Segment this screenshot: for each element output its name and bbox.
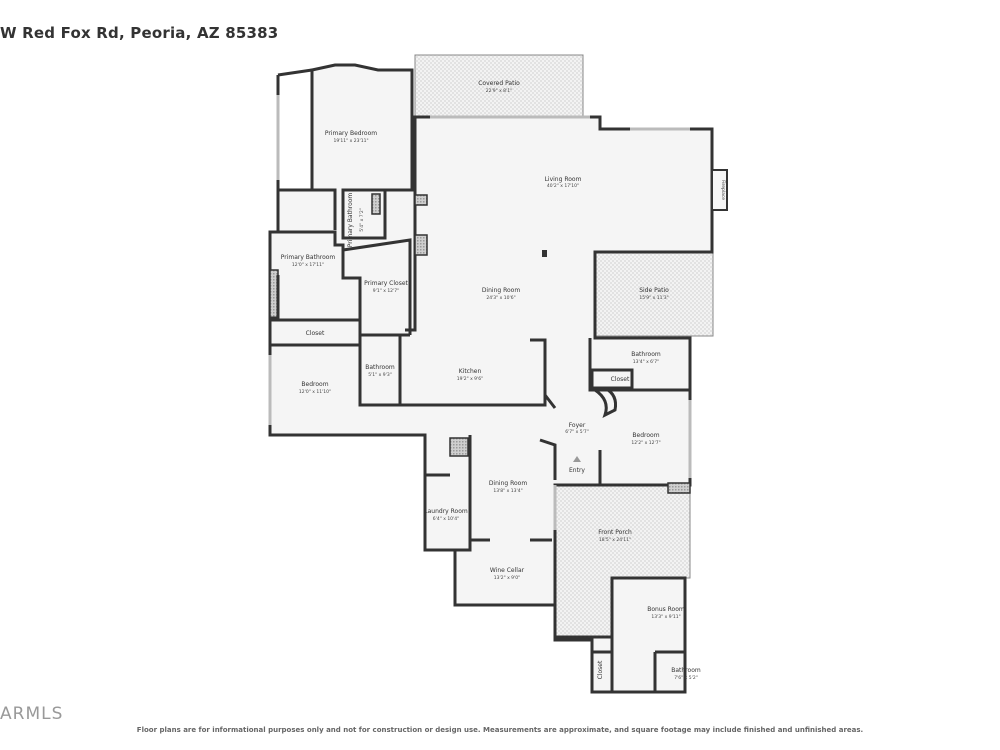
primary-bathroom-dims: 12'0" x 17'11": [292, 262, 324, 268]
column-fixture: [414, 194, 428, 206]
front-porch-label: Front Porch: [598, 529, 632, 536]
wine-cellar-dims: 13'2" x 9'0": [494, 575, 520, 581]
kitchen-dims: 19'2" x 9'6": [457, 376, 483, 382]
bonus-room-walls: [592, 578, 685, 692]
dining-room-main-dims: 24'3" x 10'6": [486, 295, 515, 301]
fireplace-label: Fireplace: [720, 180, 726, 200]
bath-partition: [270, 275, 280, 320]
appliance-fixture: [449, 437, 469, 457]
laundry-room-label: Laundry Room: [424, 508, 468, 515]
primary-bedroom-label: Primary Bedroom: [325, 130, 377, 137]
laundry-room-dims: 6'4" x 10'4": [433, 516, 459, 522]
bedroom-right-label: Bedroom: [632, 432, 659, 439]
bathroom-right-dims: 13'4" x 6'7": [633, 359, 659, 365]
closet-right-label: Closet: [611, 376, 630, 383]
side-patio-label: Side Patio: [639, 287, 669, 294]
entry-label: Entry: [569, 467, 585, 474]
closet-left-walls: [270, 318, 362, 347]
bedroom-right-dims: 12'2" x 12'7": [631, 440, 660, 446]
bathroom-mid-label: Bathroom: [365, 364, 395, 371]
column-fixture: [414, 234, 428, 256]
curved-wall: [594, 386, 617, 418]
dining-room-lower-dims: 13'8" x 13'4": [493, 488, 522, 494]
laundry-east-wall: [455, 435, 472, 552]
bonus-room-dims: 13'3" x 9'11": [651, 614, 680, 620]
pillar: [542, 250, 547, 257]
house-outline: [268, 63, 714, 694]
primary-closet-walls: [342, 238, 412, 335]
bonus-room-label: Bonus Room: [647, 606, 685, 613]
closet-bottom-label: Closet: [597, 660, 604, 679]
fireplace-box: [711, 169, 728, 211]
bedroom-left-dims: 12'0" x 11'10": [299, 389, 331, 395]
bathroom-mid-walls: [358, 335, 402, 407]
covered-patio-area: [414, 54, 584, 118]
disclaimer-text: Floor plans are for informational purpos…: [136, 726, 864, 734]
armls-logo: ARMLS: [0, 704, 64, 724]
kitchen-corner: [543, 394, 557, 409]
kitchen-walls: [400, 338, 547, 407]
front-porch-dims: 18'5" x 24'11": [599, 537, 631, 543]
primary-bathroom-small-walls: [341, 188, 387, 240]
side-patio-dims: 15'9" x 11'3": [639, 295, 668, 301]
closet-right-walls: [590, 368, 634, 390]
living-west-wall: [405, 117, 417, 332]
dining-room-main-label: Dining Room: [482, 287, 521, 294]
closet-left-label: Closet: [306, 330, 325, 337]
primary-closet-dims: 9'1" x 12'7": [373, 288, 399, 294]
kitchen-label: Kitchen: [459, 368, 482, 375]
laundry-walls: [423, 435, 450, 477]
primary-bedroom-east-wall: [385, 75, 414, 192]
primary-bathroom-label: Primary Bathroom: [281, 254, 336, 261]
side-patio-area: [594, 251, 714, 337]
bedroom-left-label: Bedroom: [301, 381, 328, 388]
entry-arrow-icon: [573, 456, 581, 462]
bathroom-right-walls: [588, 338, 690, 392]
bathroom-bottom-label: Bathroom: [671, 667, 701, 674]
property-address: W Red Fox Rd, Peoria, AZ 85383: [0, 24, 279, 42]
bedroom-right-walls: [598, 450, 690, 487]
primary-bedroom-dims: 19'11" x 23'11": [333, 138, 368, 144]
living-room-dims: 40'2" x 17'10": [547, 183, 579, 189]
primary-bathroom-small-dims: 5'4" x 7'2": [359, 208, 365, 232]
foyer-label: Foyer: [569, 422, 586, 429]
bathroom-bottom-dims: 7'6" x 5'2": [674, 675, 698, 681]
living-room-label: Living Room: [545, 176, 582, 183]
primary-bathroom-small-label: Primary Bathroom: [347, 193, 354, 248]
column-fixture: [667, 482, 691, 494]
shower-fixture: [371, 193, 381, 215]
covered-patio-label: Covered Patio: [478, 80, 520, 87]
primary-closet-label: Primary Closet: [364, 280, 408, 287]
foyer-dims: 6'7" x 5'7": [565, 429, 589, 435]
bathroom-right-label: Bathroom: [631, 351, 661, 358]
dining-lower-east-wall: [539, 438, 557, 480]
wine-cellar-label: Wine Cellar: [490, 567, 525, 574]
dining-room-lower-label: Dining Room: [489, 480, 528, 487]
bathroom-mid-dims: 5'1" x 9'3": [368, 372, 392, 378]
covered-patio-dims: 22'9" x 8'1": [486, 88, 512, 94]
